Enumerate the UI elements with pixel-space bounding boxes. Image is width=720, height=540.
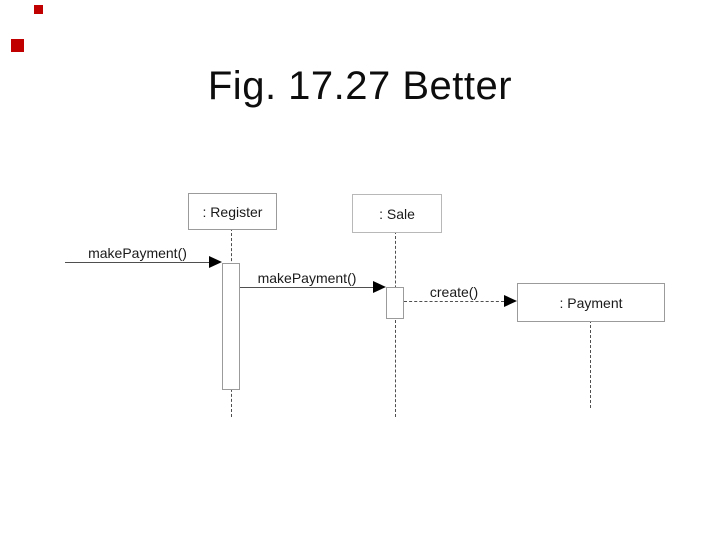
object-label-sale: : Sale [379, 205, 415, 222]
message-label-create: create() [429, 284, 479, 300]
red-square-marker [34, 5, 43, 14]
register-activation-bar [222, 263, 240, 390]
object-box-sale: : Sale [352, 194, 442, 233]
message-label-makepayment-2: makePayment() [257, 270, 357, 286]
red-square-marker [11, 39, 24, 52]
sale-activation-bar [386, 287, 404, 319]
sale-lifeline [395, 231, 396, 417]
message-line-makepayment-1 [65, 262, 210, 263]
message-line-makepayment-2 [240, 287, 374, 288]
object-label-register: : Register [202, 203, 263, 220]
slide-title: Fig. 17.27 Better [207, 64, 513, 108]
payment-lifeline [590, 320, 591, 408]
object-box-register: : Register [188, 193, 277, 230]
message-label-makepayment-1: makePayment() [88, 245, 187, 261]
arrowhead-icon [504, 295, 517, 307]
object-box-payment: : Payment [517, 283, 665, 322]
object-label-payment: : Payment [559, 294, 623, 311]
message-line-create [404, 301, 504, 302]
arrowhead-icon [373, 281, 386, 293]
arrowhead-icon [209, 256, 222, 268]
